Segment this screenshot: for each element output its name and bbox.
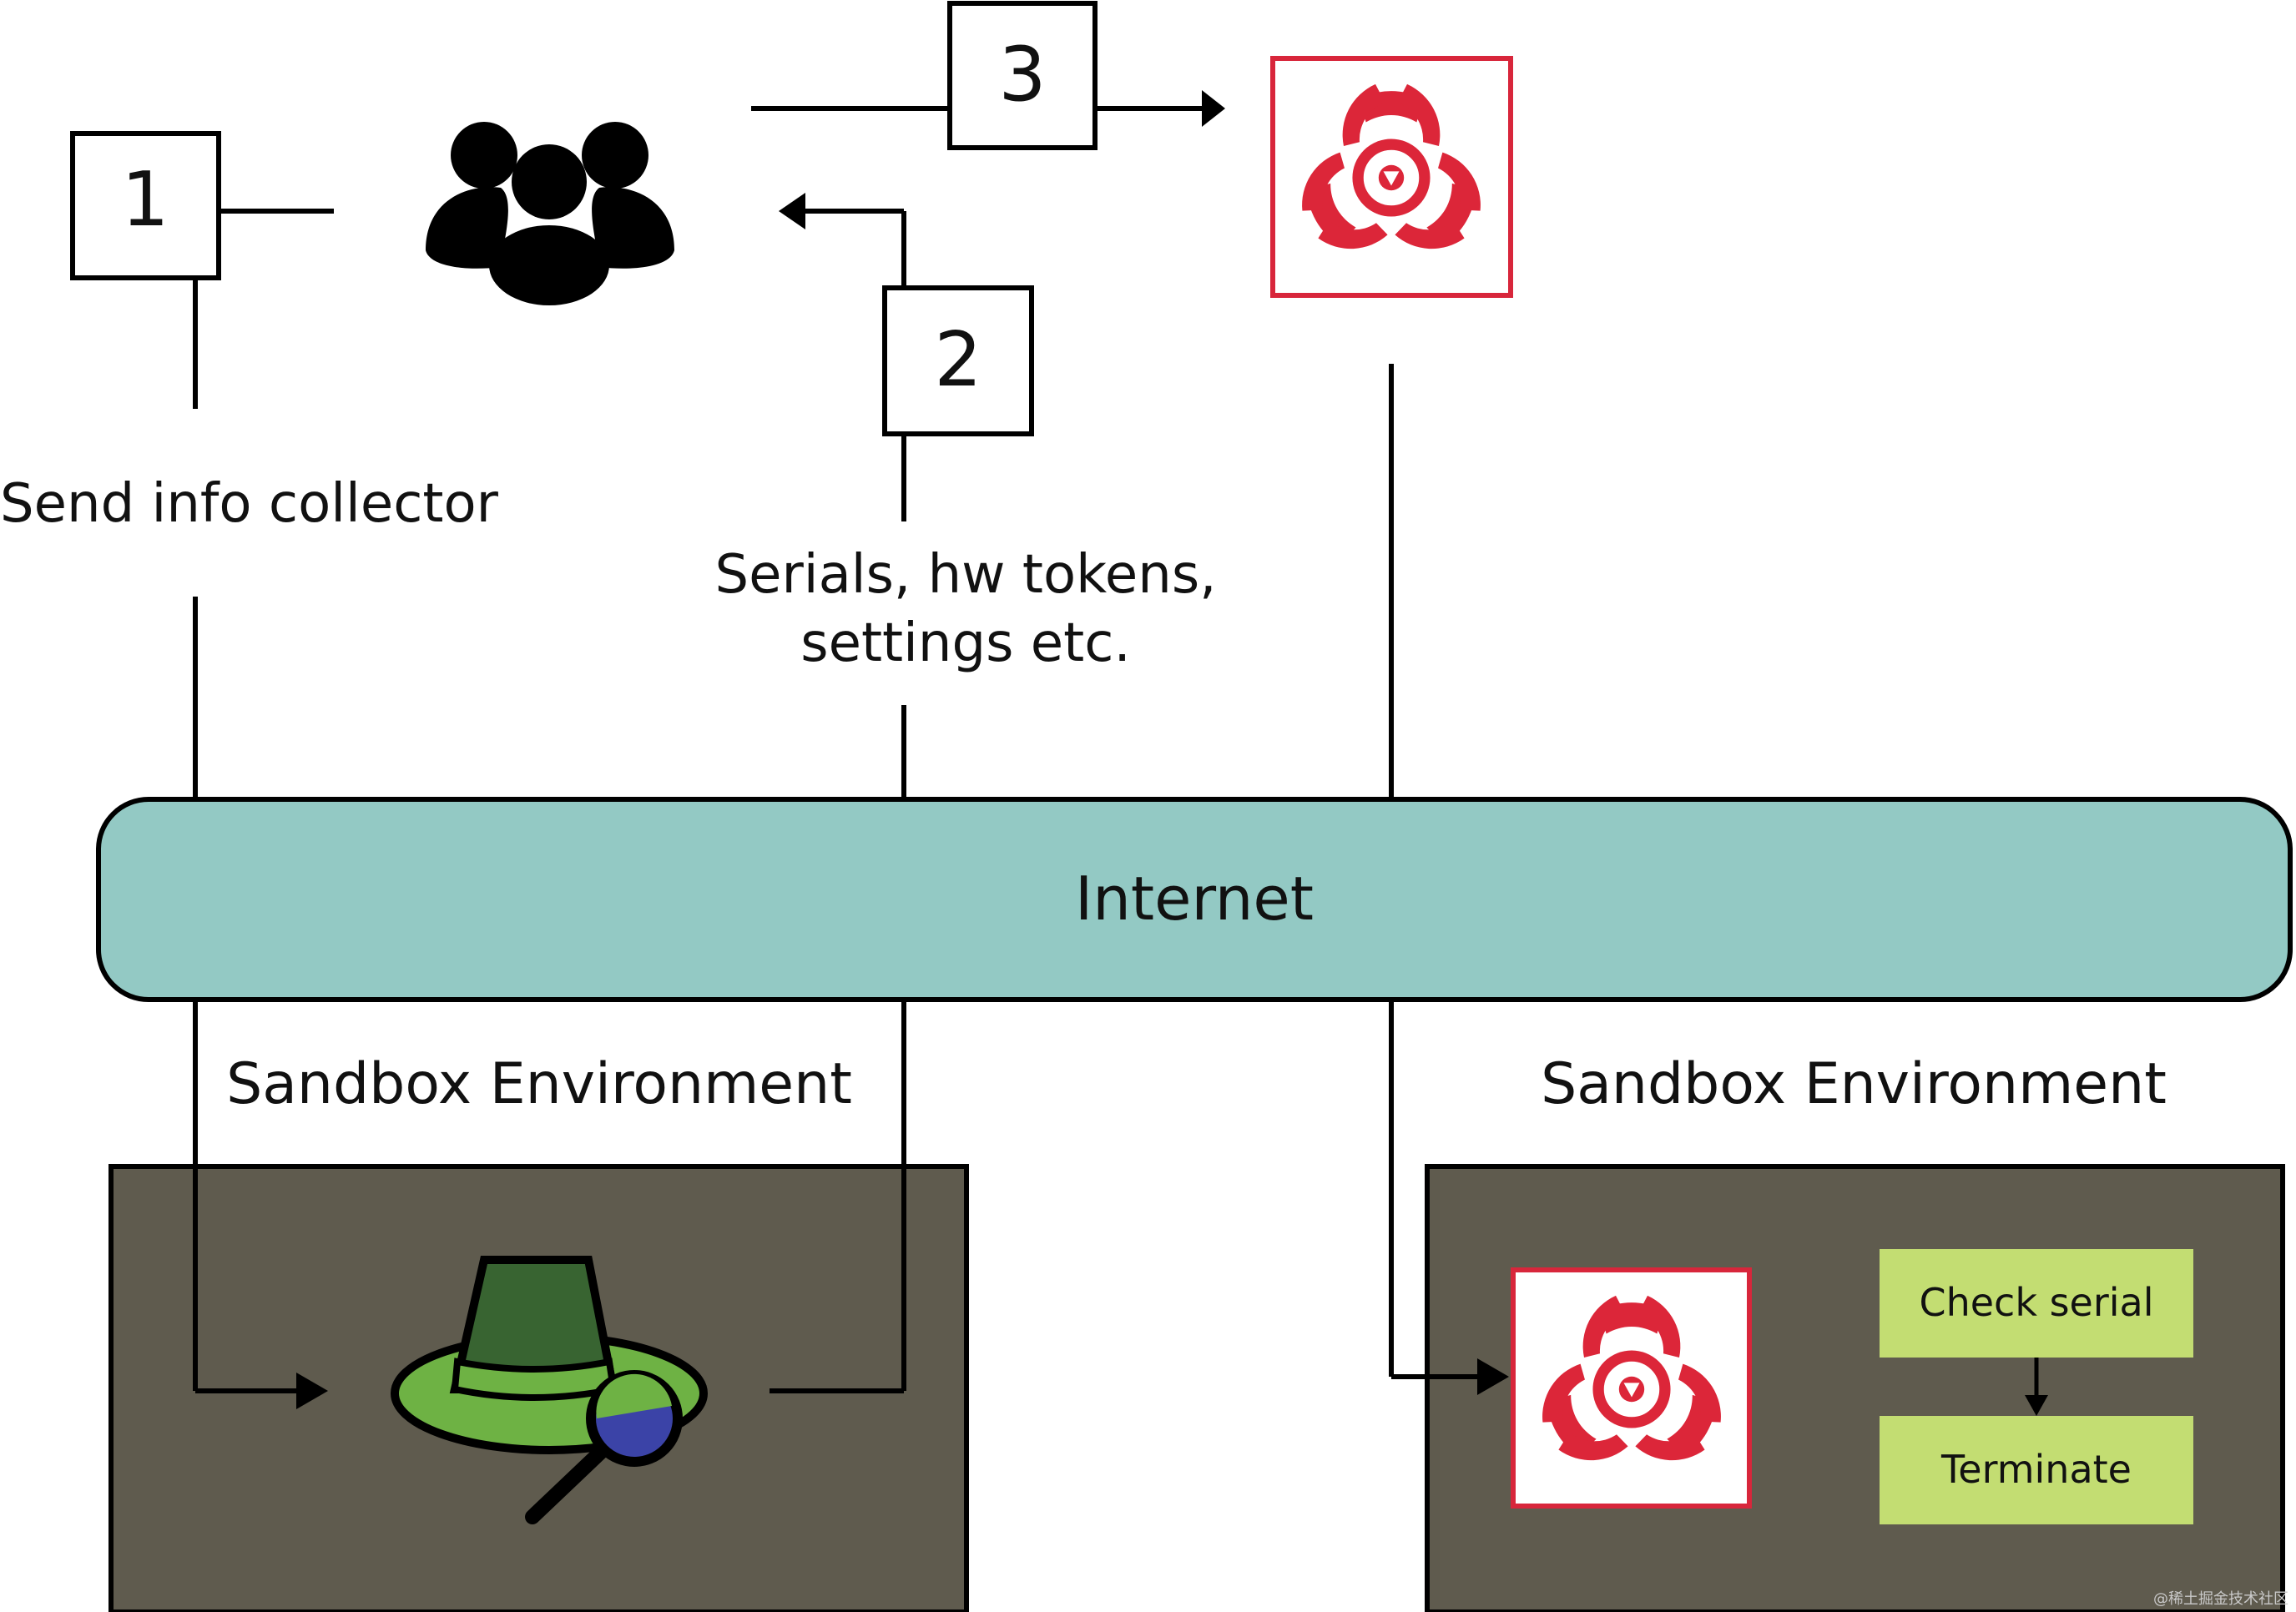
- spy-hat-magnifier-icon: [391, 1256, 708, 1524]
- serials-label-line2: settings etc.: [800, 612, 1131, 674]
- step-1-number: 1: [121, 156, 169, 244]
- step-2-box: 2: [882, 285, 1034, 436]
- step-1-box: 1: [70, 131, 221, 280]
- malware-arrowhead: [1477, 1358, 1509, 1395]
- terminate-label: Terminate: [1940, 1447, 2132, 1492]
- step-2-number: 2: [934, 316, 981, 404]
- serials-label-line1: Serials, hw tokens,: [714, 544, 1216, 606]
- sandbox-right-title: Sandbox Environment: [1541, 1051, 2167, 1117]
- malware-box-sandbox: [1511, 1267, 1752, 1509]
- step-3-number: 3: [998, 31, 1046, 118]
- check-serial-label: Check serial: [1919, 1280, 2153, 1325]
- terminate-box: Terminate: [1880, 1416, 2193, 1524]
- malware-box-top: [1270, 56, 1513, 298]
- step-3-box: 3: [947, 1, 1098, 150]
- collector-arrowhead: [296, 1373, 328, 1409]
- internet-label: Internet: [1075, 864, 1314, 934]
- watermark: @稀土掘金技术社区: [2153, 1590, 2288, 1608]
- internet-bar: Internet: [96, 797, 2293, 1002]
- step2-arrowhead: [779, 193, 805, 229]
- users-group-icon: [426, 122, 674, 305]
- step3-arrowhead: [1202, 90, 1225, 127]
- check-to-terminate-arrowhead: [2025, 1395, 2048, 1416]
- send-info-collector-label: Send info collector: [0, 473, 499, 535]
- sandbox-left-title: Sandbox Environment: [226, 1051, 852, 1117]
- check-serial-box: Check serial: [1880, 1249, 2193, 1358]
